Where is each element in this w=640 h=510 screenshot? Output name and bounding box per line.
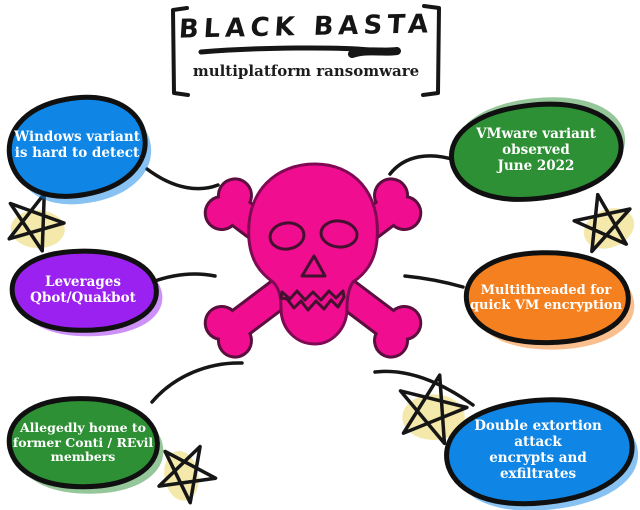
- connector-top-right: [388, 154, 457, 176]
- bubble-vmware-variant: [448, 99, 624, 204]
- connector-middle-right: [403, 274, 465, 289]
- bubble-leverages-qbot: [11, 249, 158, 333]
- star-icon: [572, 192, 635, 254]
- connector-top-left: [145, 167, 220, 191]
- bubble-conti-revil: [7, 395, 160, 491]
- star-icon: [389, 367, 479, 455]
- page-subtitle: multiplatform ransomware: [192, 62, 420, 80]
- mouth: [279, 289, 346, 312]
- bubble-multithreaded: [465, 250, 630, 346]
- star-doodles: [7, 192, 635, 505]
- right-eye: [319, 219, 359, 249]
- bubble-windows-variant: [4, 91, 150, 202]
- bubble-double-extortion: [444, 396, 635, 508]
- page-title: BLACK BASTA: [177, 9, 435, 45]
- header-decorations: [171, 4, 441, 97]
- right-bracket: [421, 4, 441, 97]
- bubbles: [4, 91, 638, 510]
- connector-bottom-right: [373, 369, 475, 407]
- star-icon: [157, 444, 218, 505]
- left-bracket: [171, 6, 190, 97]
- nose: [300, 254, 327, 278]
- title-underline-scribble: [348, 47, 401, 58]
- connector-middle-left: [150, 272, 217, 284]
- title-underline: [198, 45, 373, 55]
- skull-crossbones-icon: [203, 162, 423, 359]
- left-eye: [268, 221, 306, 251]
- star-icon: [7, 192, 66, 253]
- connectors: [145, 154, 475, 407]
- connector-bottom-left: [150, 361, 244, 404]
